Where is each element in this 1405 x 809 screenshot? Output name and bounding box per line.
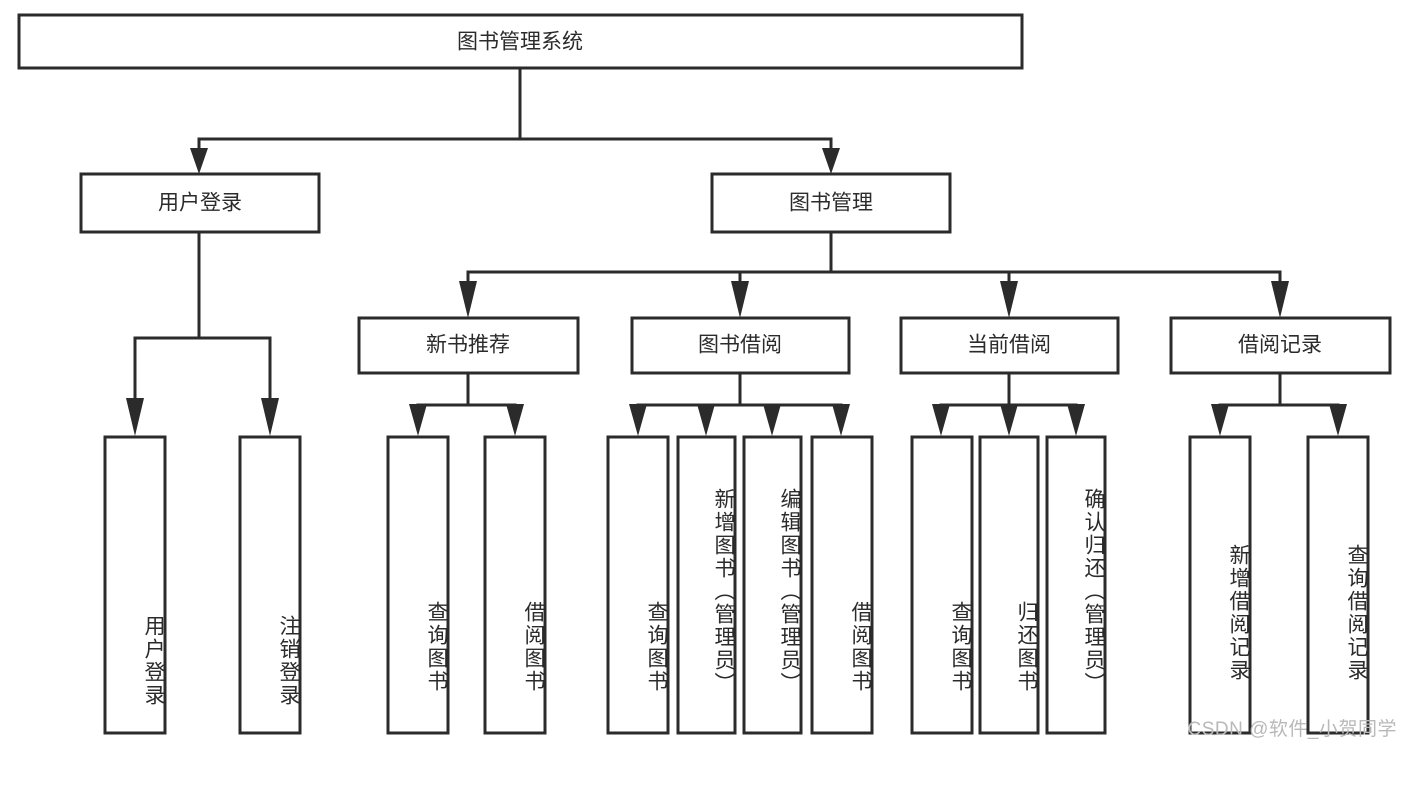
node-new-book-recommend-box[interactable] — [357, 316, 580, 375]
leaf-box-record-query[interactable] — [1306, 435, 1370, 735]
nodes-layer: 图书管理系统 用户登录 图书管理 新书推荐 图书借阅 当前 — [17, 13, 1392, 735]
leaf-box-user-login-logout[interactable] — [238, 435, 302, 735]
arrow-record-leaf-1 — [1211, 404, 1229, 436]
node-book-management-box[interactable] — [710, 172, 952, 234]
node-book-management[interactable]: 图书管理 — [710, 172, 952, 234]
node-current-borrow-box[interactable] — [899, 316, 1120, 375]
node-user-login-box[interactable] — [79, 172, 321, 234]
arrow-borrow-leaf-1 — [629, 404, 647, 436]
leaf-box-current-confirm-admin[interactable] — [1045, 435, 1107, 735]
node-new-book-recommend[interactable]: 新书推荐 — [357, 316, 580, 375]
leaf-box-current-return[interactable] — [978, 435, 1040, 735]
node-book-management-label: 图书管理 — [789, 192, 873, 215]
arrow-bookmgmt-to-current — [1000, 281, 1018, 318]
node-borrow-record-label: 借阅记录 — [1238, 334, 1322, 357]
flowchart-canvas: 图书管理系统 用户登录 图书管理 新书推荐 图书借阅 当前 — [17, 13, 1397, 740]
arrow-newbook-leaf-1 — [409, 404, 427, 436]
node-current-borrow[interactable]: 当前借阅 — [899, 316, 1120, 375]
arrow-current-leaf-3 — [1067, 404, 1085, 436]
leaf-box-newbook-borrow[interactable] — [483, 435, 547, 735]
arrow-borrow-leaf-4 — [832, 404, 850, 436]
arrow-newbook-leaf-2 — [506, 404, 524, 436]
arrow-record-leaf-2 — [1329, 404, 1347, 436]
node-borrow-record[interactable]: 借阅记录 — [1169, 316, 1392, 375]
leaf-box-borrow-edit-admin[interactable] — [742, 435, 803, 735]
node-root-box[interactable] — [17, 13, 1024, 70]
arrow-bookmgmt-to-record — [1271, 281, 1289, 318]
leaf-box-record-add[interactable] — [1188, 435, 1252, 735]
arrow-bookmgmt-to-newbook — [459, 281, 477, 318]
node-book-borrow-box[interactable] — [630, 316, 851, 375]
arrow-root-to-bookmgmt — [822, 148, 840, 174]
leaf-box-newbook-query[interactable] — [386, 435, 450, 735]
csdn-watermark: CSDN @软件_小贺同学 — [1187, 719, 1397, 740]
arrow-userlogin-leaf-1 — [126, 398, 144, 436]
arrow-bookmgmt-to-borrow — [731, 281, 749, 318]
leaf-box-current-query[interactable] — [910, 435, 974, 735]
node-borrow-record-box[interactable] — [1169, 316, 1392, 375]
arrow-current-leaf-1 — [932, 404, 950, 436]
node-new-book-recommend-label: 新书推荐 — [426, 334, 510, 357]
edges-layer — [126, 66, 1347, 436]
node-user-login[interactable]: 用户登录 — [79, 172, 321, 234]
arrow-borrow-leaf-3 — [763, 404, 781, 436]
leaf-box-borrow-add-admin[interactable] — [676, 435, 737, 735]
arrow-current-leaf-2 — [1000, 404, 1018, 436]
leaf-box-user-login-login[interactable] — [103, 435, 167, 735]
arrow-root-to-userlogin — [190, 148, 208, 174]
node-user-login-label: 用户登录 — [158, 192, 242, 215]
node-book-borrow-label: 图书借阅 — [698, 334, 782, 357]
node-root[interactable]: 图书管理系统 — [17, 13, 1024, 70]
arrow-borrow-leaf-2 — [697, 404, 715, 436]
leaf-box-borrow-lend[interactable] — [810, 435, 874, 735]
diagram-svg: 图书管理系统 用户登录 图书管理 新书推荐 图书借阅 当前 — [17, 13, 1392, 735]
node-current-borrow-label: 当前借阅 — [967, 334, 1051, 357]
leaf-box-borrow-query[interactable] — [606, 435, 670, 735]
node-root-label: 图书管理系统 — [457, 31, 583, 54]
arrow-userlogin-leaf-2 — [261, 398, 279, 436]
node-book-borrow[interactable]: 图书借阅 — [630, 316, 851, 375]
